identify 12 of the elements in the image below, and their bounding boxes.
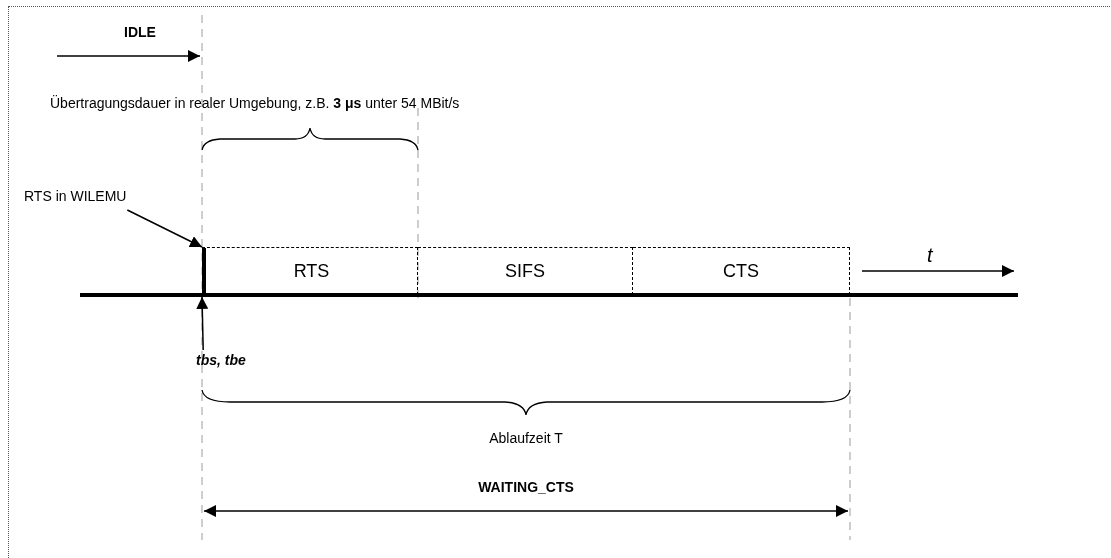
time-slot: SIFS xyxy=(418,247,633,295)
label-text: t xyxy=(927,243,933,268)
label-text: Ablaufzeit T xyxy=(488,429,564,448)
arrow xyxy=(196,296,209,351)
annotation-text: RTS in WILEMU xyxy=(24,186,188,210)
time-label: tbs, tbe xyxy=(196,350,276,372)
label-text: WAITING_CTS xyxy=(477,478,575,497)
arrow xyxy=(126,209,203,248)
time-slot: CTS xyxy=(633,247,850,295)
label-text: Übertragungsdauer in realer Umgebung, z.B. 3 μs unter 54 MBit/s xyxy=(50,94,460,113)
time-slot: RTS xyxy=(202,247,418,295)
label-text: IDLE xyxy=(123,23,157,42)
